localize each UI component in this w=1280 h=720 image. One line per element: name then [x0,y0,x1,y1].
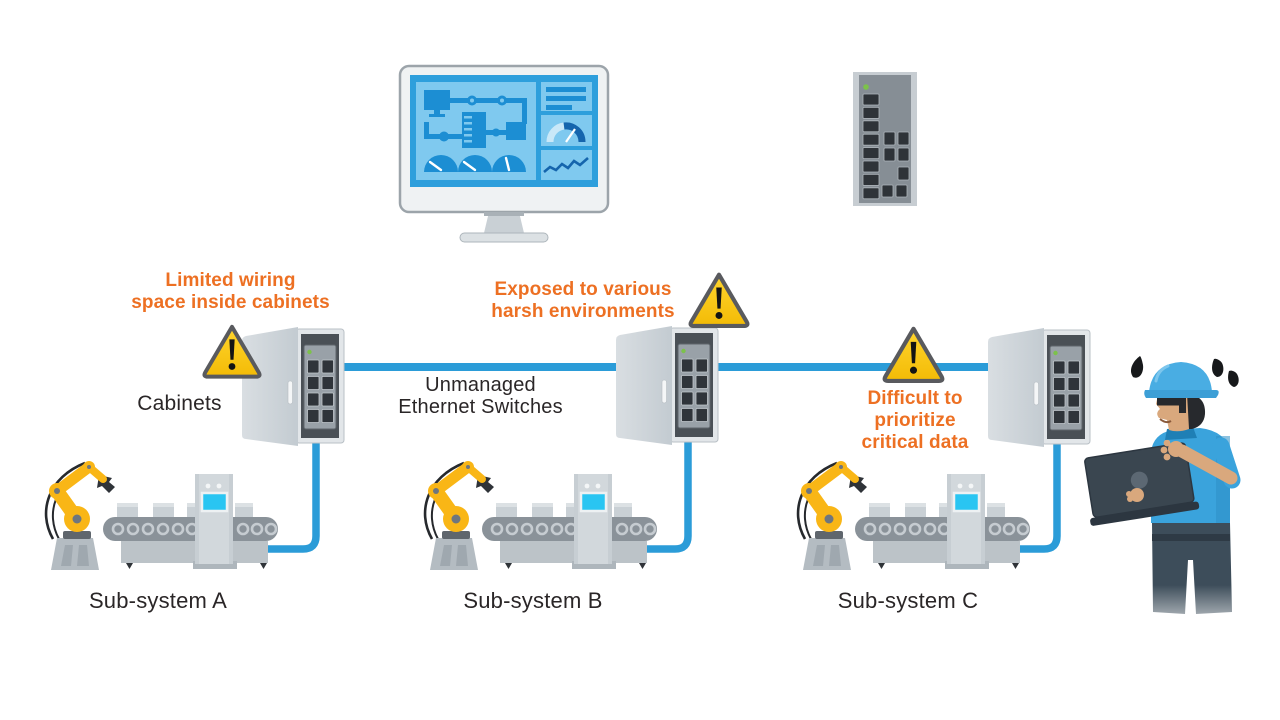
sweat-drops-icon [1130,356,1239,387]
electrical-cabinet-with-switch-icon-c [987,327,1091,448]
laptop-icon [1084,442,1200,526]
electrical-cabinet-with-switch-icon-b [615,325,719,446]
warning-triangle-icon-environment [691,275,748,326]
warning-line: Limited wiring [165,270,296,291]
warning-line: Difficult to [867,388,963,409]
robot-arm-conveyor-icon-b [425,461,657,570]
scada-dashboard-monitor-icon [398,64,610,243]
warning-text-limited-wiring: Limited wiring space inside cabinets [123,270,338,314]
warning-text-harsh-environments: Exposed to various harsh environments [484,279,682,323]
unmanaged-switches-label: Unmanaged Ethernet Switches [398,374,563,419]
industrial-ethernet-switch-icon [853,72,917,206]
subsystem-c-label: Sub-system C [837,588,979,613]
warning-triangle-icon-priority [885,329,943,381]
cabinets-label: Cabinets [137,392,222,415]
warning-line: Exposed to various [494,279,672,300]
warning-line: critical data [861,432,969,454]
warning-text-prioritize-data: Difficult to prioritize critical data [851,388,979,455]
subsystem-b-label: Sub-system B [463,588,603,613]
robot-arm-conveyor-icon-c [798,461,1030,570]
warning-line: harsh environments [491,301,675,323]
warning-line: prioritize [874,410,956,432]
warning-line: space inside cabinets [131,292,330,314]
robot-arm-conveyor-icon-a [46,461,278,570]
electrical-cabinet-with-switch-icon-a [241,326,345,447]
subsystem-a-label: Sub-system A [88,588,228,613]
worried-engineer-with-laptop-icon [1084,356,1241,643]
